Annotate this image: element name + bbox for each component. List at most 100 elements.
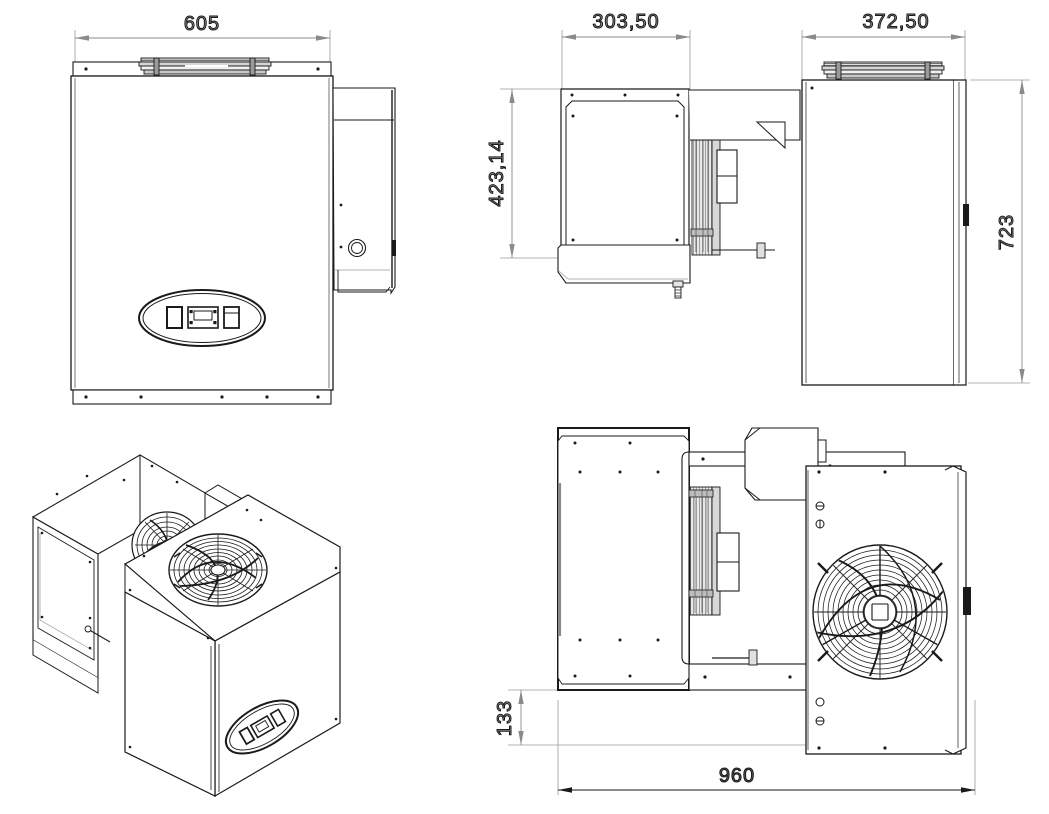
- flange-screw: [139, 395, 143, 399]
- iso-rear-base: [32, 640, 99, 694]
- iso-screw: [40, 615, 44, 619]
- plan-screw: [701, 457, 705, 461]
- plan-condenser-fan: [812, 544, 948, 680]
- plan-screw: [788, 675, 792, 679]
- dim-label-30350: 303,50: [592, 11, 659, 33]
- plan-screw: [703, 675, 707, 679]
- flange-screw: [316, 395, 320, 399]
- plan-fan-hub: [863, 595, 897, 629]
- panel-switch-button[interactable]: [166, 306, 183, 329]
- plan-screw: [628, 674, 632, 678]
- plan-compressor: [716, 532, 740, 592]
- plan-screw: [883, 746, 887, 750]
- iso-screw: [142, 554, 146, 558]
- dim-label-37250: 372,50: [862, 11, 929, 33]
- plan-evaporator-box: [557, 427, 690, 691]
- plan-screw: [883, 470, 887, 474]
- compressor-block: [716, 149, 738, 204]
- iso-screw: [206, 636, 210, 640]
- iso-screw: [245, 508, 249, 512]
- panel-screw: [339, 203, 343, 207]
- panel-screw: [571, 114, 575, 118]
- condensate-tray: [557, 244, 691, 284]
- service-valve: [815, 697, 825, 707]
- plan-screw: [578, 638, 582, 642]
- plan-screw: [656, 638, 660, 642]
- flange-screw: [316, 67, 320, 71]
- dim-label-605: 605: [184, 13, 220, 35]
- plan-screw: [817, 470, 821, 474]
- panel-second-button[interactable]: [223, 306, 240, 329]
- dim-label-960: 960: [719, 765, 755, 787]
- panel-screw: [623, 93, 627, 97]
- plan-screw: [628, 441, 632, 445]
- plan-inspection-panel: [557, 435, 690, 685]
- support-bracket: [756, 242, 766, 259]
- view-plan-section: 133 960: [494, 427, 976, 795]
- iso-screw: [150, 464, 154, 468]
- dim-label-42314: 423,14: [486, 139, 508, 206]
- panel-screw: [570, 93, 574, 97]
- panel-screw: [571, 238, 575, 242]
- plan-chassis: [681, 427, 906, 691]
- dim-label-723: 723: [996, 214, 1018, 250]
- iso-screw: [88, 646, 92, 650]
- flange-screw: [84, 67, 88, 71]
- cabinet-screw: [810, 86, 814, 90]
- coil-header: [690, 228, 714, 237]
- iso-evaporator-box: [31, 454, 207, 694]
- dim-extension-lines-960: [557, 700, 976, 795]
- panel-screw: [339, 245, 343, 249]
- iso-screw: [88, 560, 92, 564]
- iso-connector: [84, 625, 92, 633]
- view-front-elevation: 605: [70, 13, 396, 405]
- control-panel[interactable]: [138, 289, 266, 347]
- plan-screw: [656, 470, 660, 474]
- iso-screw: [88, 616, 92, 620]
- plan-duct-tab: [817, 439, 827, 463]
- iso-screw: [128, 745, 132, 749]
- evaporator-inspection-panel: [565, 100, 685, 256]
- view-isometric: [31, 454, 341, 798]
- iso-control-panel[interactable]: [217, 690, 306, 765]
- plan-coil-fins: [688, 486, 721, 616]
- panel-display-screen: [193, 310, 213, 321]
- plan-screw: [573, 441, 577, 445]
- iso-screw: [334, 566, 338, 570]
- iso-screw: [175, 480, 179, 484]
- evaporator-coil-fins: [690, 124, 721, 256]
- view-side-elevation: 303,50 372,50 423,14 723: [486, 11, 1030, 386]
- mounting-rail-side: [821, 61, 945, 80]
- front-bottom-flange: [72, 389, 332, 405]
- side-evaporator-housing: [557, 88, 691, 299]
- iso-screw: [40, 531, 44, 535]
- dim-label-133: 133: [494, 700, 516, 736]
- rail-bolt: [924, 61, 931, 80]
- panel-led: [189, 321, 193, 325]
- side-condenser-cabinet: [801, 61, 969, 386]
- iso-screw: [259, 518, 263, 522]
- panel-led: [189, 310, 193, 314]
- side-latch: [392, 240, 396, 256]
- plan-screw: [618, 470, 622, 474]
- iso-screw: [122, 478, 126, 482]
- flange-screw: [265, 395, 269, 399]
- flange-screw: [84, 395, 88, 399]
- plan-side-latch: [963, 587, 971, 615]
- panel-screw: [676, 93, 680, 97]
- rail-bolt: [153, 57, 160, 76]
- plan-support-bracket: [748, 649, 758, 666]
- iso-screw: [55, 492, 59, 496]
- drain-pipe: [672, 280, 684, 299]
- service-port-inner: [351, 242, 363, 254]
- iso-screw: [85, 474, 89, 478]
- side-latch: [963, 204, 969, 226]
- flange-screw: [220, 395, 224, 399]
- panel-led: [213, 310, 217, 314]
- dim-extension-lines-30350: [561, 30, 691, 95]
- iso-screw: [128, 588, 132, 592]
- panel-screw: [675, 114, 679, 118]
- iso-condenser-fan: [168, 533, 268, 607]
- front-evaporator-box: [332, 87, 396, 295]
